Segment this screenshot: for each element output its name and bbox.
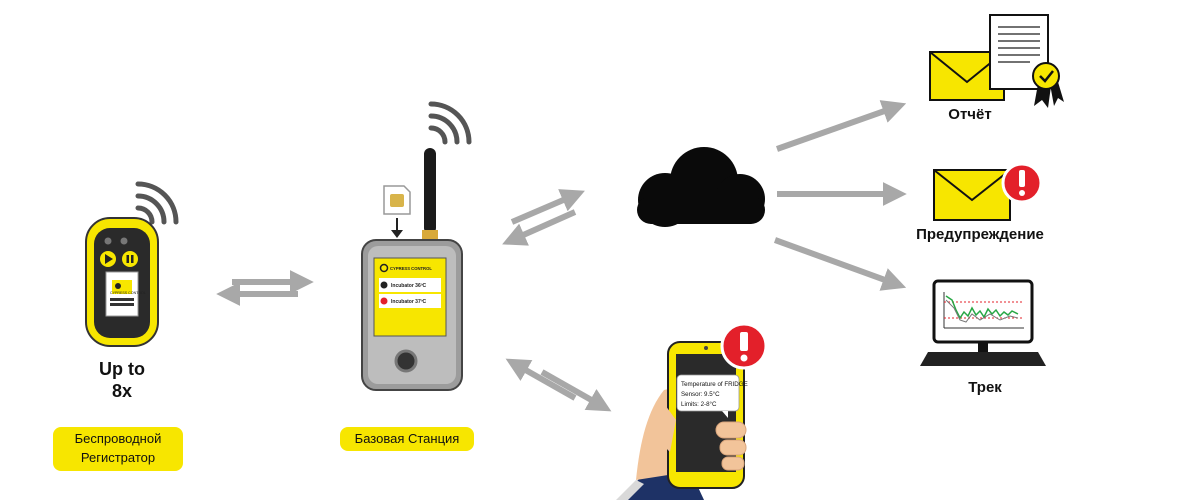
logger-count-label: Up to 8x (72, 358, 172, 402)
logger-caption-line1: Беспроводной (74, 431, 162, 446)
certificate-icon (989, 14, 1064, 108)
base-power-button-icon (394, 349, 418, 373)
hand-holding-phone (616, 341, 747, 500)
warning-alert-icon (1001, 162, 1043, 204)
phone-notification: Temperature of FRIDGE Sensor: 9.5°C Limi… (676, 374, 748, 418)
notification-line-1: Temperature of FRIDGE (681, 381, 748, 388)
monitor-icon (920, 279, 1046, 366)
warning-envelope-icon (933, 169, 1011, 221)
base-row1-name: Incubator 36ºC (391, 283, 427, 289)
base-station-device (361, 101, 472, 391)
link-arrows-base-phone (505, 358, 612, 412)
antenna-icon (424, 148, 436, 234)
base-station-caption-badge: Базовая Станция (340, 427, 474, 451)
link-arrows-base-cloud (502, 189, 585, 246)
logger-caption-badge: Беспроводной Регистратор (53, 427, 183, 471)
link-arrows-cloud-outputs (773, 100, 907, 291)
warning-label: Предупреждение (916, 226, 1044, 243)
wireless-logger-device (85, 181, 179, 347)
notification-line-2: Sensor: 9.5°C (681, 391, 720, 398)
link-arrows-logger-base (216, 270, 314, 306)
base-row2-name: Incubator 37ºC (391, 299, 427, 305)
base-signal-icon (428, 101, 472, 145)
cloud-icon (637, 147, 765, 227)
logger-signal-icon (135, 181, 179, 225)
logger-screen-brand: CYPRESS CONTROL (110, 291, 146, 295)
logger-count-line2: 8x (111, 381, 133, 401)
report-label: Отчёт (948, 106, 992, 123)
notification-line-3: Limits: 2-8°C (681, 401, 717, 408)
phone-alert-icon (720, 322, 768, 370)
logger-count-line1: Up to (99, 359, 145, 379)
logger-caption-line2: Регистратор (80, 450, 156, 465)
track-label: Трек (968, 379, 1002, 396)
base-screen-brand: CYPRESS CONTROL (390, 266, 432, 271)
logger-pause-icon (122, 251, 138, 267)
sim-card-icon (383, 185, 411, 238)
track-mini-chart (943, 292, 1024, 329)
base-station-caption: Базовая Станция (354, 431, 460, 446)
